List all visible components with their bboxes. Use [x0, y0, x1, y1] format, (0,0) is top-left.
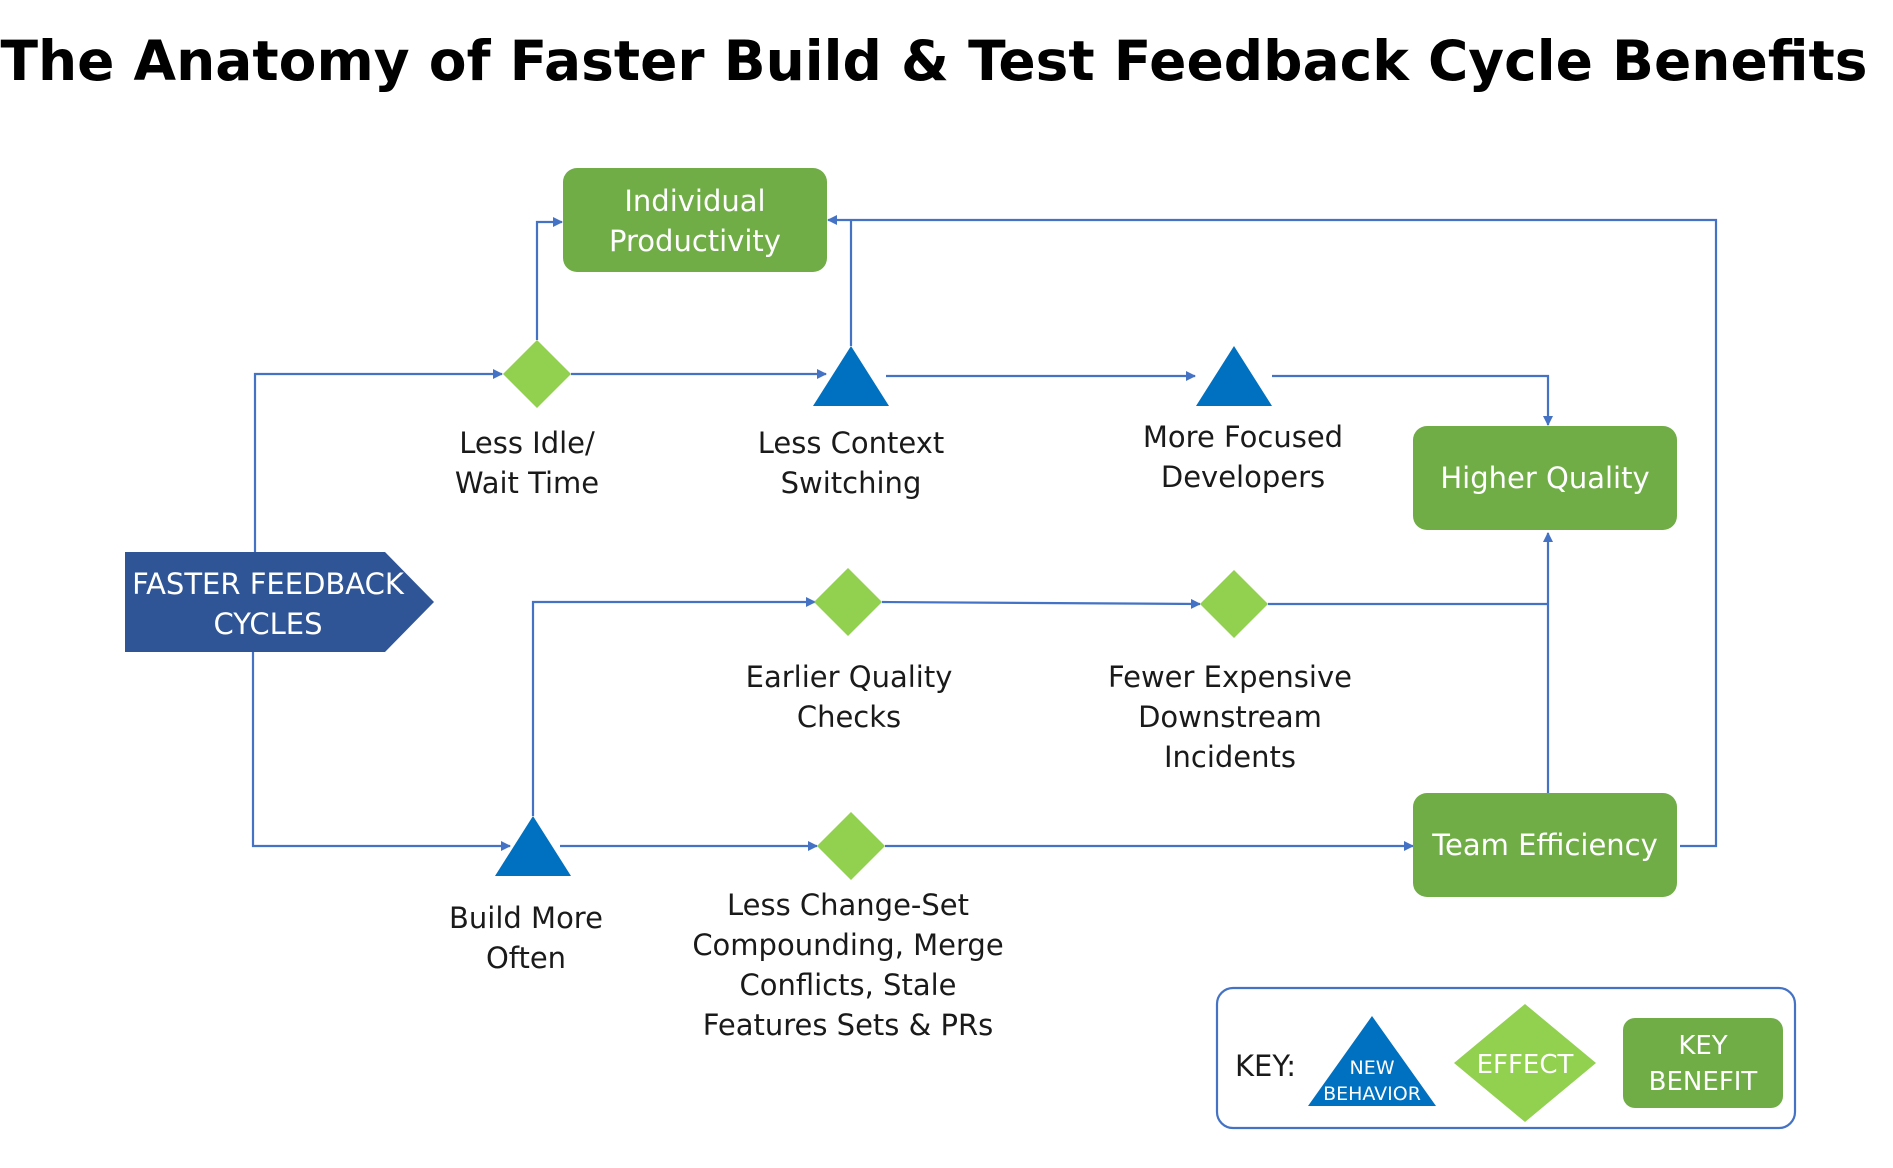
effect-diamond-fewer-incidents	[1200, 570, 1268, 638]
earlier-quality-line2: Checks	[797, 700, 901, 734]
legend-effect-diamond	[1454, 1004, 1596, 1122]
start-node-faster-feedback-cycles: FASTER FEEDBACK CYCLES	[125, 552, 434, 652]
individual-productivity-line2: Productivity	[609, 224, 781, 258]
higher-quality-label: Higher Quality	[1440, 461, 1649, 495]
benefit-individual-productivity: Individual Productivity	[563, 168, 827, 272]
earlier-quality-line1: Earlier Quality	[746, 660, 953, 694]
less-changeset-line3: Conflicts, Stale	[739, 968, 956, 1002]
connector-team-efficiency-to-productivity	[827, 215, 1718, 848]
less-context-line1: Less Context	[758, 426, 945, 460]
legend-benefit-line2: BENEFIT	[1649, 1067, 1758, 1097]
effect-diamond-less-changeset	[817, 812, 885, 880]
legend-key-label: KEY:	[1235, 1049, 1296, 1083]
legend-effect-label: EFFECT	[1477, 1050, 1574, 1080]
connector-earlier-quality-to-fewer-incidents	[881, 598, 1201, 609]
start-label-line2: CYCLES	[213, 607, 322, 641]
more-focused-line2: Developers	[1161, 460, 1325, 494]
build-more-line2: Often	[486, 941, 566, 975]
effect-diamond-earlier-quality	[814, 568, 882, 636]
legend-new-behavior-triangle	[1308, 1016, 1436, 1106]
effect-diamond-less-idle	[503, 340, 571, 408]
legend-benefit-line1: KEY	[1678, 1031, 1727, 1061]
fewer-incidents-line2: Downstream	[1138, 700, 1322, 734]
behavior-triangle-more-focused	[1196, 346, 1272, 406]
build-more-line1: Build More	[449, 901, 603, 935]
behavior-triangle-less-context	[813, 346, 889, 406]
connector-start-to-less-idle	[253, 369, 503, 552]
legend-new-behavior-line2: BEHAVIOR	[1323, 1083, 1421, 1105]
less-changeset-line2: Compounding, Merge	[692, 928, 1003, 962]
less-context-line2: Switching	[781, 466, 922, 500]
legend: KEY: NEW BEHAVIOR EFFECT KEY BENEFIT	[1215, 986, 1797, 1130]
fewer-incidents-line3: Incidents	[1164, 740, 1296, 774]
individual-productivity-line1: Individual	[624, 184, 765, 218]
fewer-incidents-line1: Fewer Expensive	[1108, 660, 1352, 694]
less-changeset-line4: Features Sets & PRs	[703, 1008, 993, 1042]
node-labels: Less Idle/ Wait Time Less Context Switch…	[449, 420, 1352, 1042]
connector-start-to-build-more	[251, 652, 511, 851]
connector-more-focused-to-higher-quality	[1272, 374, 1553, 426]
connector-build-more-to-earlier-quality	[531, 597, 816, 816]
benefit-team-efficiency: Team Efficiency	[1413, 793, 1677, 897]
more-focused-line1: More Focused	[1143, 420, 1343, 454]
connectors	[251, 215, 1718, 851]
less-changeset-line1: Less Change-Set	[727, 888, 969, 922]
less-idle-line1: Less Idle/	[459, 426, 595, 460]
legend-new-behavior-line1: NEW	[1349, 1057, 1394, 1079]
team-efficiency-label: Team Efficiency	[1431, 828, 1658, 862]
start-arrow-shape	[125, 552, 434, 652]
legend-benefit-box	[1623, 1018, 1783, 1108]
benefit-higher-quality: Higher Quality	[1413, 426, 1677, 530]
less-idle-line2: Wait Time	[455, 466, 599, 500]
connector-less-idle-to-productivity	[535, 217, 563, 340]
behavior-triangle-build-more	[495, 816, 571, 876]
page-title: The Anatomy of Faster Build & Test Feedb…	[0, 29, 1867, 93]
start-label-line1: FASTER FEEDBACK	[132, 567, 405, 601]
